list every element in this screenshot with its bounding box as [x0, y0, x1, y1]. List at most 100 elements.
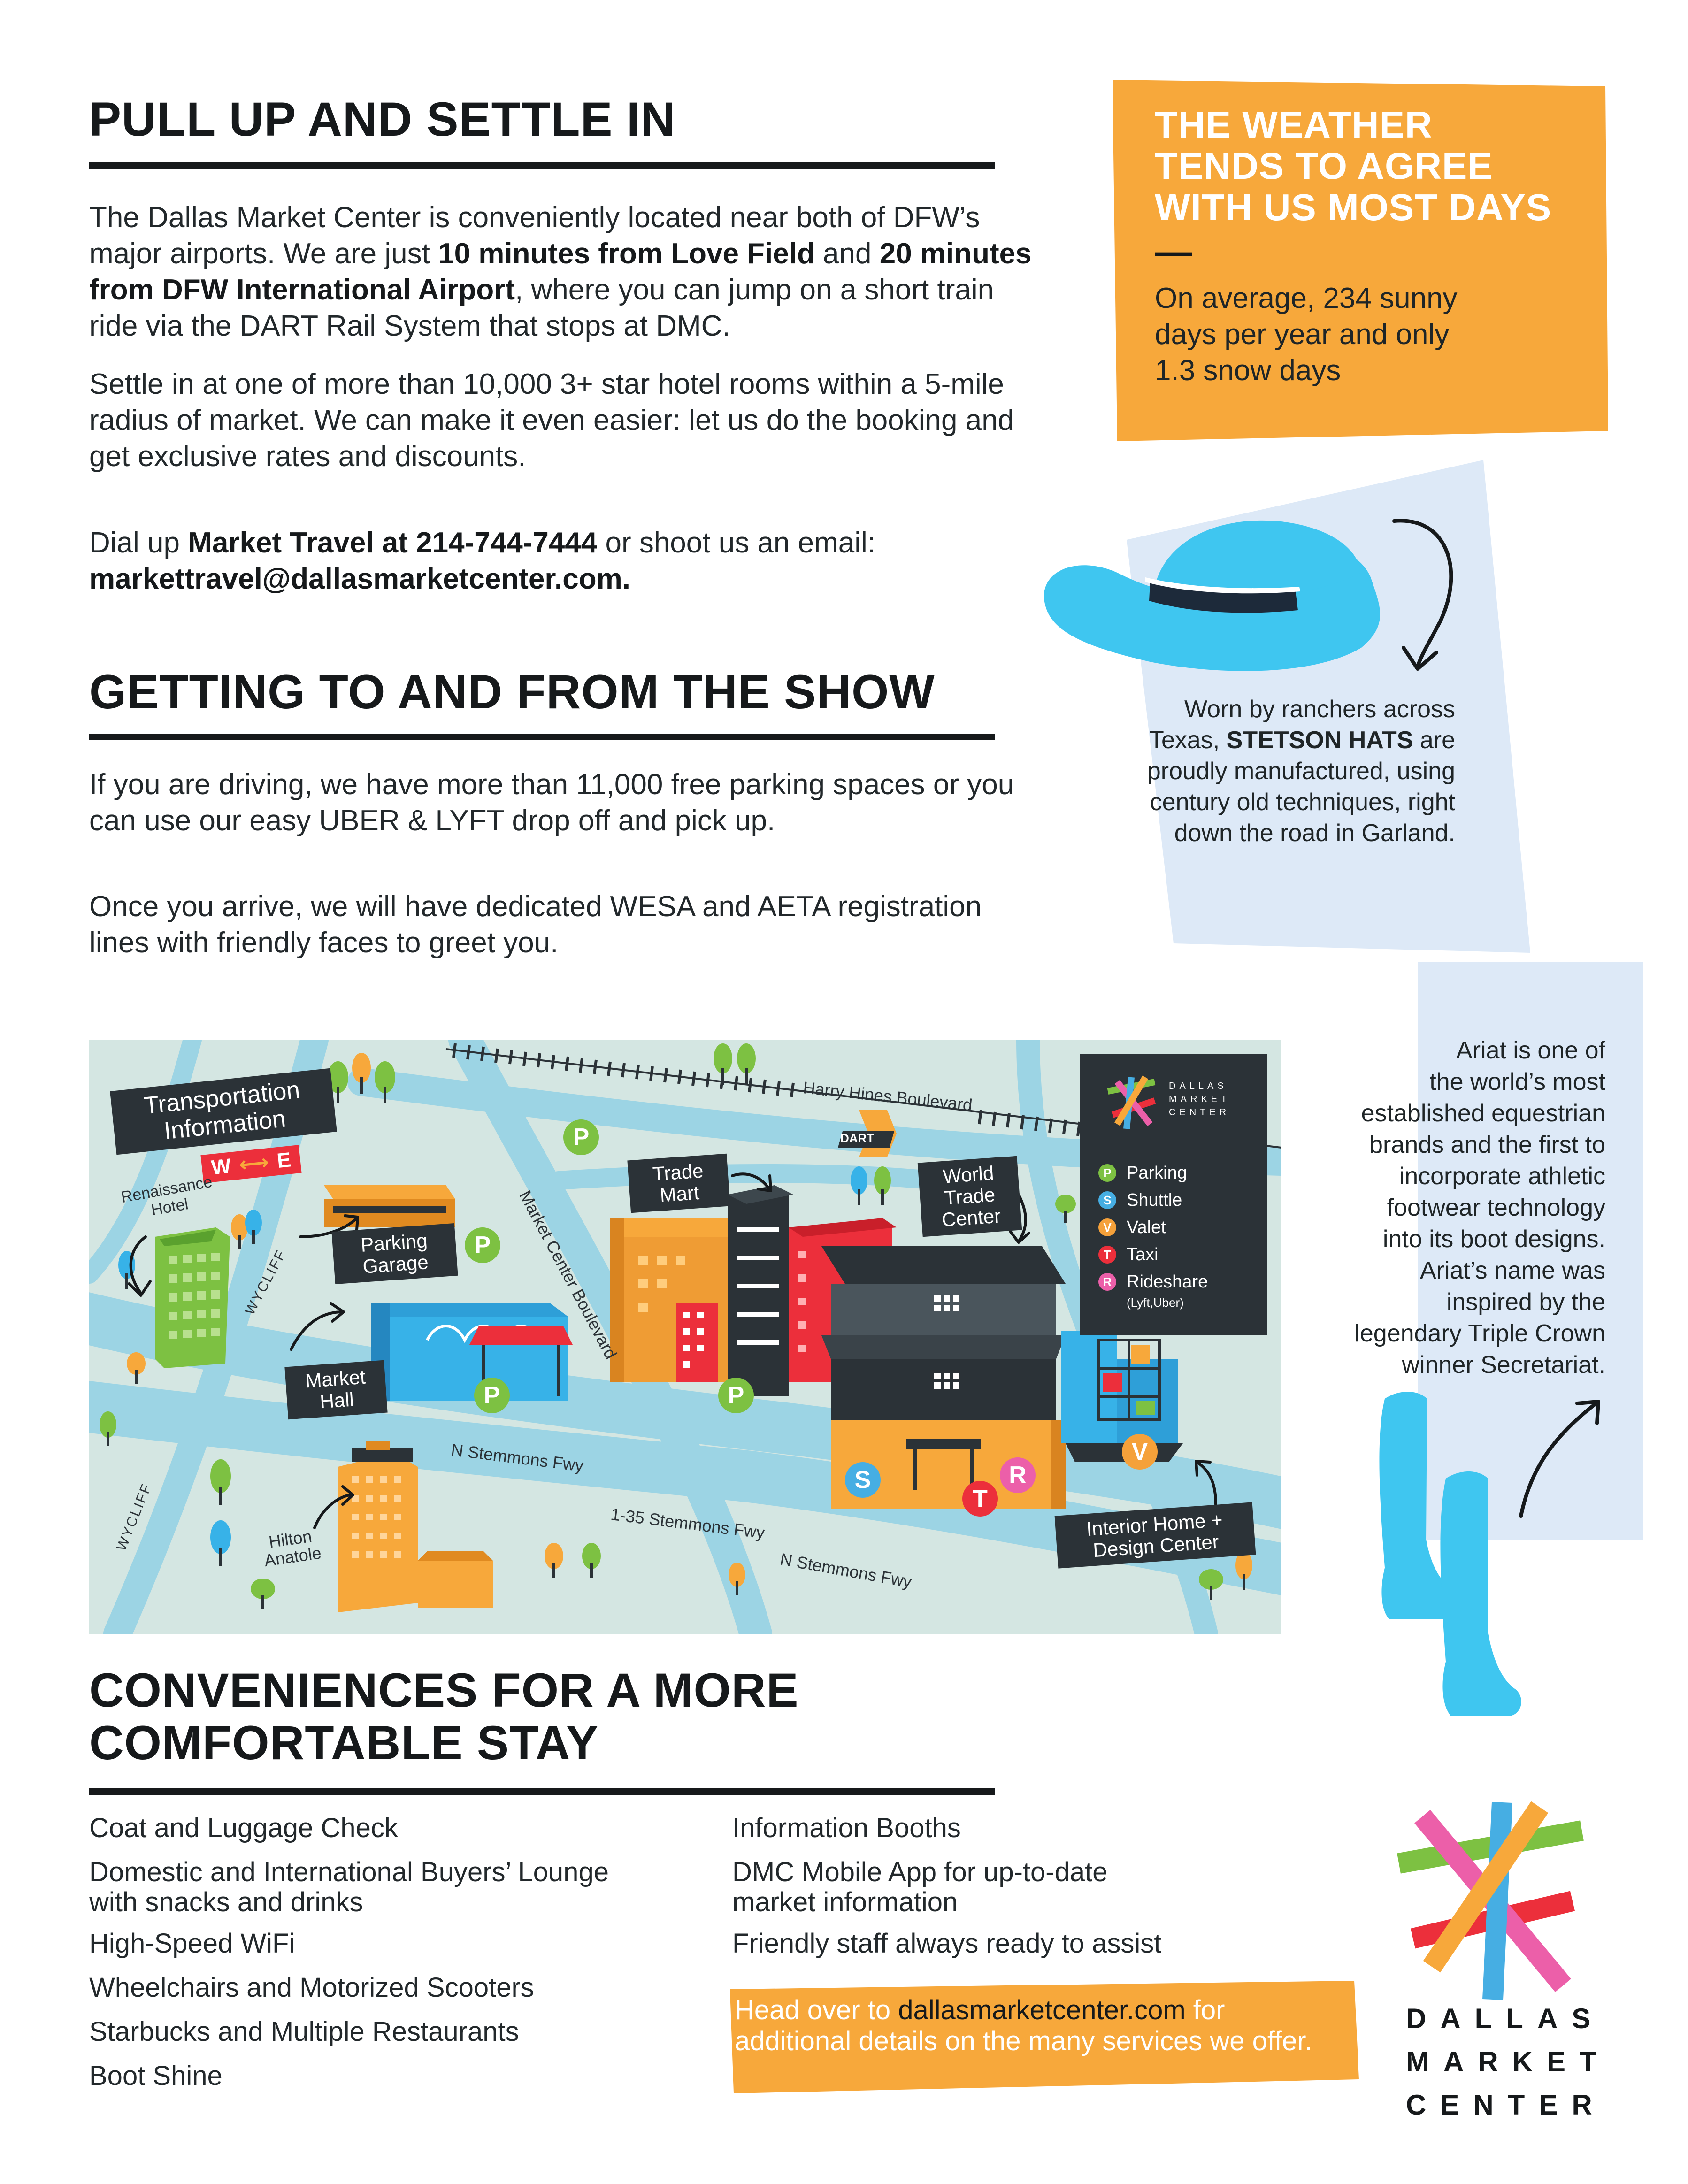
love-field-bold: 10 minutes from Love Field	[438, 238, 815, 270]
stetson-text: Worn by ranchers across Texas, STETSON H…	[1080, 694, 1455, 849]
text: , where you can jump on a short train	[515, 274, 994, 306]
text: WITH US MOST DAYS	[1155, 186, 1552, 228]
text: Once you arrive, we will have dedicated …	[89, 890, 982, 923]
paragraph-hotels: Settle in at one of more than 10,000 3+ …	[89, 366, 1075, 475]
pin-parking[interactable]: P	[474, 1378, 510, 1413]
text: The Dallas Market Center is conveniently…	[89, 201, 980, 234]
market-hall-label: Market Hall	[284, 1360, 388, 1420]
text: Boot Shine	[89, 2061, 223, 2091]
weather-box-bg	[1113, 80, 1608, 441]
pin-valet[interactable]: V	[1122, 1434, 1158, 1470]
dfw-bold-2: from DFW International Airport	[89, 274, 515, 306]
list-item: Friendly staff always ready to assist	[732, 1927, 1343, 1960]
text: can use our easy UBER & LYFT drop off an…	[89, 805, 775, 837]
list-item: Boot Shine	[89, 2060, 699, 2092]
pin-taxi[interactable]: T	[962, 1481, 998, 1517]
text: down the road in Garland.	[1174, 820, 1455, 847]
legend-logo-text: DALLAS MARKET CENTER	[1169, 1080, 1230, 1119]
dmc-logo-mark	[1107, 1075, 1156, 1129]
venue-map[interactable]: Transportation Information W ⟷ E Renaiss…	[89, 1040, 1281, 1634]
pin-parking[interactable]: P	[563, 1119, 599, 1155]
heading-getting-to: GETTING TO AND FROM THE SHOW	[89, 665, 935, 719]
parking-garage-label: Parking Garage	[331, 1223, 458, 1285]
text: CONVENIENCES FOR A MORE	[89, 1663, 799, 1717]
text: High-Speed WiFi	[89, 1928, 295, 1959]
text: Texas,	[1149, 727, 1227, 754]
text: DALLAS	[1406, 2003, 1605, 2034]
dart-logo-text: DART	[840, 1131, 875, 1145]
text: MARKET	[1406, 2046, 1611, 2077]
text: established equestrian	[1361, 1100, 1605, 1127]
text: Head over to	[735, 1995, 898, 2025]
ariat-text: Ariat is one of the world’s most establi…	[1258, 1035, 1605, 1381]
cta-text: Head over to dallasmarketcenter.com for …	[735, 1995, 1354, 2057]
pin-parking[interactable]: P	[718, 1378, 754, 1413]
text: 1.3 snow days	[1155, 354, 1341, 387]
text: ride via the DART Rail System that stops…	[89, 310, 730, 342]
text: Worn by ranchers across	[1184, 696, 1455, 723]
ariat-panel-bg	[1418, 962, 1643, 1540]
pin-rideshare[interactable]: R	[1000, 1457, 1036, 1493]
curved-arrow-up-icon	[1519, 1400, 1600, 1518]
text: for	[1185, 1995, 1225, 2025]
phone-bold[interactable]: Market Travel at 214-744-7444	[188, 527, 598, 559]
weather-dash: —	[1155, 230, 1193, 272]
website-link[interactable]: dallasmarketcenter.com	[898, 1995, 1186, 2025]
text: days per year and only	[1155, 318, 1450, 351]
heading-conveniences: CONVENIENCES FOR A MORE COMFORTABLE STAY	[89, 1664, 799, 1769]
legend-dot: P	[1098, 1164, 1116, 1182]
text: or shoot us an email:	[597, 527, 876, 559]
stetson-hat-icon	[1044, 520, 1380, 671]
pin-shuttle[interactable]: S	[845, 1462, 881, 1498]
text: footwear technology	[1387, 1194, 1605, 1221]
text: additional details on the many services …	[735, 2026, 1312, 2056]
trade-mart-label: Trade Mart	[627, 1153, 730, 1213]
logo-wordmark: DALLAS MARKET CENTER	[1406, 1997, 1611, 2127]
legend-sub: (Lyft,Uber)	[1127, 1295, 1184, 1310]
hilton-anatole-label: Hilton Anatole	[261, 1526, 322, 1570]
text: Friendly staff always ready to assist	[732, 1928, 1162, 1959]
text: Ariat is one of	[1456, 1037, 1605, 1064]
text: Wheelchairs and Motorized Scooters	[89, 1972, 534, 2003]
list-item: Starbucks and Multiple Restaurants	[89, 2015, 699, 2048]
text: MARKET	[1169, 1094, 1231, 1104]
text: Shuttle	[1127, 1190, 1182, 1210]
paragraph-driving: If you are driving, we have more than 11…	[89, 766, 1122, 839]
list-item: Wheelchairs and Motorized Scooters	[89, 1971, 699, 2004]
text: Domestic and International Buyers’ Loung…	[89, 1857, 609, 1887]
text: TENDS TO AGREE	[1155, 145, 1493, 187]
weather-body: On average, 234 sunny days per year and …	[1155, 280, 1458, 389]
heading-pull-up: PULL UP AND SETTLE IN	[89, 92, 675, 146]
text: Dial up	[89, 527, 188, 559]
text: Settle in at one of more than 10,000 3+ …	[89, 368, 1004, 400]
pin-parking[interactable]: P	[465, 1227, 500, 1263]
list-item: Domestic and International Buyers’ Loung…	[89, 1856, 699, 1916]
list-item: Coat and Luggage Check	[89, 1812, 699, 1845]
paragraph-market-travel: Dial up Market Travel at 214-744-7444 or…	[89, 525, 1075, 597]
conveniences-list-left: Coat and Luggage Check Domestic and Inte…	[89, 1812, 699, 2104]
heading-rule	[89, 1788, 995, 1795]
text: winner Secretariat.	[1402, 1351, 1605, 1379]
weather-heading: THE WEATHER TENDS TO AGREE WITH US MOST …	[1155, 104, 1551, 228]
text: with snacks and drinks	[89, 1887, 363, 1917]
text: On average, 234 sunny	[1155, 282, 1458, 314]
email-link[interactable]: markettravel@dallasmarketcenter.com.	[89, 563, 630, 595]
text: brands and the first to	[1369, 1131, 1605, 1158]
text: Information Booths	[732, 1813, 961, 1843]
text: century old techniques, right	[1150, 789, 1455, 816]
text: legendary Triple Crown	[1354, 1320, 1605, 1347]
text: the world’s most	[1429, 1068, 1605, 1096]
text: get exclusive rates and discounts.	[89, 440, 526, 473]
text: inspired by the	[1446, 1288, 1605, 1316]
text: THE WEATHER	[1155, 104, 1433, 146]
text: into its boot designs.	[1382, 1226, 1605, 1253]
dallas-market-center-logo-mark	[1397, 1801, 1584, 2000]
text: incorporate athletic	[1399, 1163, 1605, 1190]
heading-rule	[89, 734, 995, 740]
